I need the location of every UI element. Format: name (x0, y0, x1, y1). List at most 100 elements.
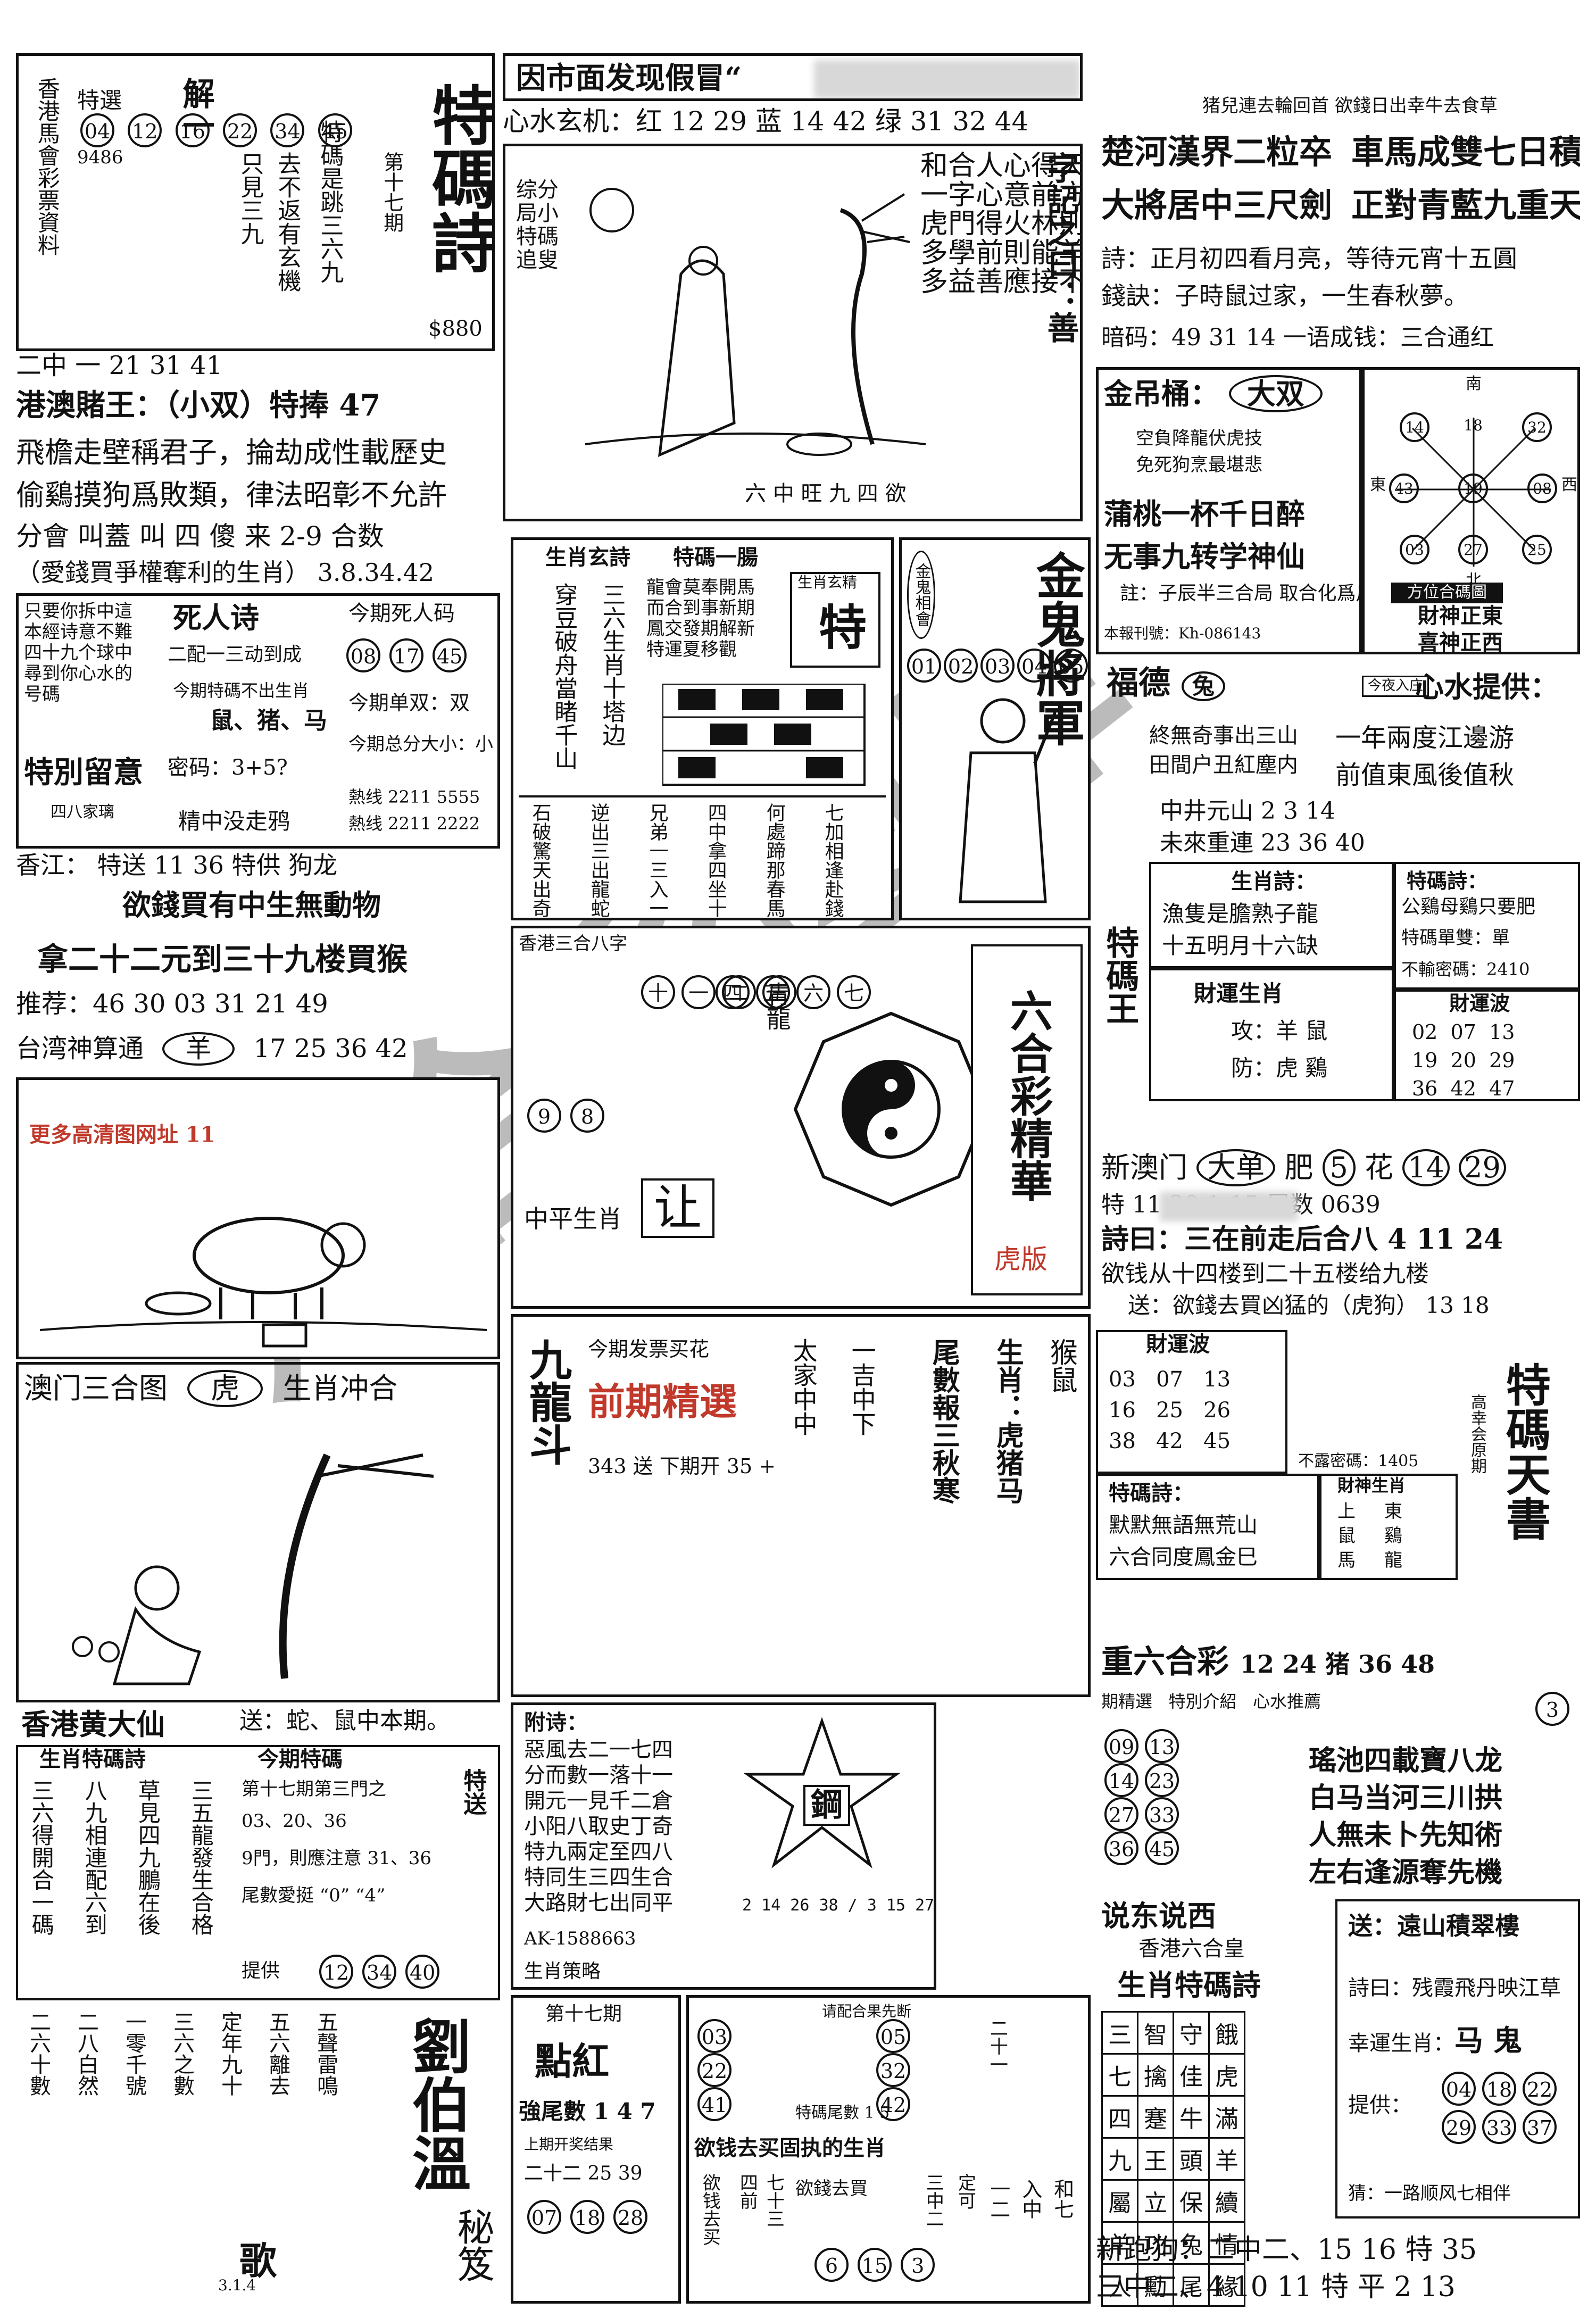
dead-poem: 二配一三动到成 (168, 644, 302, 666)
fortune-badge: 兔 (1181, 671, 1225, 702)
bagua-boxed: 让 (641, 1178, 714, 1238)
bottom-mid-col: 定可 (954, 2173, 976, 2209)
dead-special-sub: 四八家璃 (51, 803, 114, 821)
six-colors-poem-3: 人無未卜先知術 (1309, 1819, 1503, 1851)
east-west-grid: 三智守餓 七擒佳虎 四蹇牛滿 九王頭羊 屬立保續 羊功兔情 人勳尾緣 (1101, 2011, 1245, 2307)
bottom-mid-col: 三中二 (922, 2173, 944, 2228)
liubowen-period: 第十七期 (545, 2003, 622, 2025)
compass-ball: 03 (1400, 535, 1429, 564)
attached-poem-lines: 惡風去二一七四 分而數一落十一 開元一見千二倉 小阳八取史丁奇 特九兩定至四八 … (524, 1738, 673, 1915)
new-macau-l3: 詩曰：三在前走后合八 4 11 24 (1101, 1223, 1503, 1256)
compass-n: 南 (1466, 375, 1482, 393)
left-bottom-song: 歌 (239, 2239, 277, 2283)
strip-title: 特碼詩 (421, 82, 495, 274)
pig-illustration (39, 1217, 487, 1348)
middle-blurb-panel: 九龍斗 前期精選 今期发票买花 343 送 下期开 35 + 太家中中 一吉中下… (511, 1314, 1091, 1697)
middle-col-4: 猴鼠 (1045, 1338, 1077, 1393)
left-bottom-col: 二六十數 (26, 2011, 51, 2096)
right-top-line2a: 大將居中三尺劍 (1101, 186, 1333, 225)
macau-panel: 澳门三合图 虎 生肖冲合 (16, 1362, 500, 1702)
zodiac-num-box-label: 生肖玄精 (797, 574, 858, 591)
pig-panel: 更多高清图网址 11 (16, 1077, 500, 1359)
attached-poem-title: 附诗： (524, 1710, 588, 1735)
dead-codes: 08 17 45 (343, 638, 470, 672)
right-top-money: 錢訣：子時鼠过家，一生春秋夢。 (1101, 281, 1468, 310)
east-west-panel: 说东说西 香港六合皇 生肖特碼詩 三智守餓 七擒佳虎 四蹇牛滿 九王頭羊 屬立保… (1096, 1899, 1580, 2307)
golden-lock-panel: 金吊桶： 大双 空負降龍伏虎技 免死狗烹最堪悲 蒲桃一杯千日醉 无事九转学神仙 … (1096, 367, 1362, 654)
zodiac-num-box-num: 特 (819, 600, 867, 656)
golden-lock-agent: 本報刊號：Kh-086143 (1104, 625, 1261, 642)
golden-ghost-panel: 金鬼將軍 金鬼相會 01 02 03 04 05 06 07 08 (899, 537, 1091, 920)
east-west-send: 送：遠山積翠樓 (1348, 1912, 1519, 1940)
general-illustration (959, 698, 1056, 903)
dead-special: 特別留意 (24, 755, 143, 790)
fortune-title: 福德 兔 (1107, 665, 1225, 702)
top-left-strip: 香港馬會彩票資料 特選 04 12 16 22 34 45 9486 解一 只見… (16, 53, 495, 351)
wealth-wave-nums: 03 07 13 16 25 26 38 42 45 (1109, 1367, 1231, 1453)
six-colors-ball-3: 3 (1535, 1692, 1569, 1726)
wealth-poem-box: 特碼詩： 默默無語無荒山 六合同度鳳金巳 (1096, 1474, 1319, 1580)
tema-poem-text: 公鷄母鷄只要肥 (1401, 896, 1536, 918)
left-bottom-col: 三六之數 (170, 2011, 194, 2096)
bottom-mid-bottom-balls: 6 15 3 (811, 2248, 938, 2282)
fortune-box: 福德 兔 今夜入庄 終無奇事出三山 田間户丑紅塵内 心水提供： 一年兩度江邊游 … (1096, 660, 1580, 857)
compass-panel: 南 東 西 北 14 18 32 43 19 08 03 27 25 方位合碼圖… (1362, 367, 1580, 654)
dead-code-ball: 17 (389, 638, 424, 672)
star-diagram (743, 1717, 901, 1868)
liubowen-strong: 強尾數 1 4 7 (519, 2098, 656, 2124)
bottom-mid-col: 欲钱去买 (699, 2173, 721, 2246)
right-top-panel: 猪兒連去輪回首 欲錢日出幸牛去食草 楚河漢界二粒卒 車馬成雙七日積 大將居中三尺… (1096, 90, 1580, 362)
dead-hotline-1: 熱线 2211 5555 (348, 787, 480, 807)
strip-period: 第十七期 (380, 152, 404, 232)
attached-poem-panel: 附诗： 惡風去二一七四 分而數一落十一 開元一見千二倉 小阳八取史丁奇 特九兩定… (511, 1702, 936, 1990)
wealth-wave-panel: 財運波 03 07 13 16 25 26 38 42 45 不露密碼：1405… (1096, 1330, 1580, 1628)
dead-box: 只要你拆中這本經诗意不難四十九个球中尋到你心水的号碼 死人诗 二配一三动到成 今… (16, 593, 500, 849)
bottom-mid-right-col: 二十一 (986, 2019, 1008, 2073)
liubowen-sub: 秘笈 (451, 2208, 495, 2282)
bottom-mid-title: 请配合果先断 (822, 2002, 912, 2020)
dead-not-out-val: 鼠、猪、马 (210, 707, 327, 734)
tema-poem-box: 特碼詩： 公鷄母鷄只要肥 特碼單雙：單 不輸密碼：2410 (1394, 862, 1580, 990)
middle-vertical-1: 九龍斗 (522, 1338, 572, 1466)
bagua-tl: 香港三合八字 (519, 933, 627, 954)
bottom-mid-col: 七十三 (763, 2173, 785, 2228)
bagua-side-text: 青龍 (762, 982, 792, 1031)
dead-code-title: 今期死人码 (348, 601, 455, 626)
compass-wealth-2: 喜神正西 (1418, 630, 1503, 654)
hk-immortal-col: 三六得開合一碼 (28, 1779, 55, 1935)
sage-illustration (585, 188, 926, 458)
bottom-mid-right-col: 一二 (986, 2179, 1010, 2219)
strip-ball: 04 (80, 113, 114, 148)
tema-zodiac-box: 生肖詩： 漁隻是膽熟子龍 十五明月十六缺 (1149, 862, 1394, 968)
new-macau-l1: 新澳门 大单 肥 5 花 14 29 (1101, 1149, 1506, 1187)
tema-nonlose: 不輸密碼：2410 (1401, 959, 1530, 979)
hk-king-l4: （愛錢買爭權奪利的生肖） 3.8.34.42 (16, 558, 435, 587)
strip-col-2d: 特碼是跳三六九 (316, 120, 344, 284)
wealth-poem-1: 默默無語無荒山 (1109, 1513, 1258, 1538)
hk-immortal-period: 今期特碼 (257, 1747, 343, 1772)
fake-notice-banner: 因市面发现假冒“ (503, 53, 1083, 101)
bottom-mid-col: 四前 (736, 2173, 758, 2209)
right-top-poem: 詩：正月初四看月亮，等待元宵十五圓 (1101, 244, 1517, 273)
golden-ghost-badge: 金鬼相會 (907, 551, 935, 639)
cross-lines: 香江： 特送 11 36 特供 狗龙 欲錢買有中生無動物 拿二十二元到三十九楼買… (16, 851, 500, 1075)
hk-immortal-col: 八九相連配六到 (81, 1779, 108, 1935)
cross-l5: 台湾神算通 羊 17 25 36 42 (16, 1032, 408, 1066)
compass-ball: 14 (1400, 412, 1429, 442)
strip-col-label: 香港馬會彩票資料 (34, 77, 61, 256)
strip-col-2b: 只見三九 (236, 152, 264, 245)
left-bottom-panel: 二六十數 二八白然 一零千號 三六之數 定年九十 五六離去 五聲雷鳴 歌 3.1… (16, 2011, 388, 2298)
wealth-cells: 上 東 鼠 鷄 馬 龍 (1337, 1501, 1403, 1571)
old-man-illustration (72, 1453, 434, 1685)
tema-wealth-title: 財運生肖 (1194, 980, 1284, 1007)
right-top-secret: 暗码：49 31 14 一语成钱：三合通红 (1101, 324, 1494, 351)
zodiac-bcol: 何處蹄那春馬 (763, 803, 785, 918)
hk-king-title: 港澳賭王：（小双）特捧 47 (16, 388, 381, 423)
golden-lock-seal-2: 免死狗烹最堪悲 (1136, 454, 1262, 476)
redacted-block (814, 60, 1080, 98)
running-dog-l2: 三中二、4 10 11 特 平 2 13 (1096, 2271, 1456, 2303)
cross-l1: 香江： 特送 11 36 特供 狗龙 (16, 851, 338, 879)
